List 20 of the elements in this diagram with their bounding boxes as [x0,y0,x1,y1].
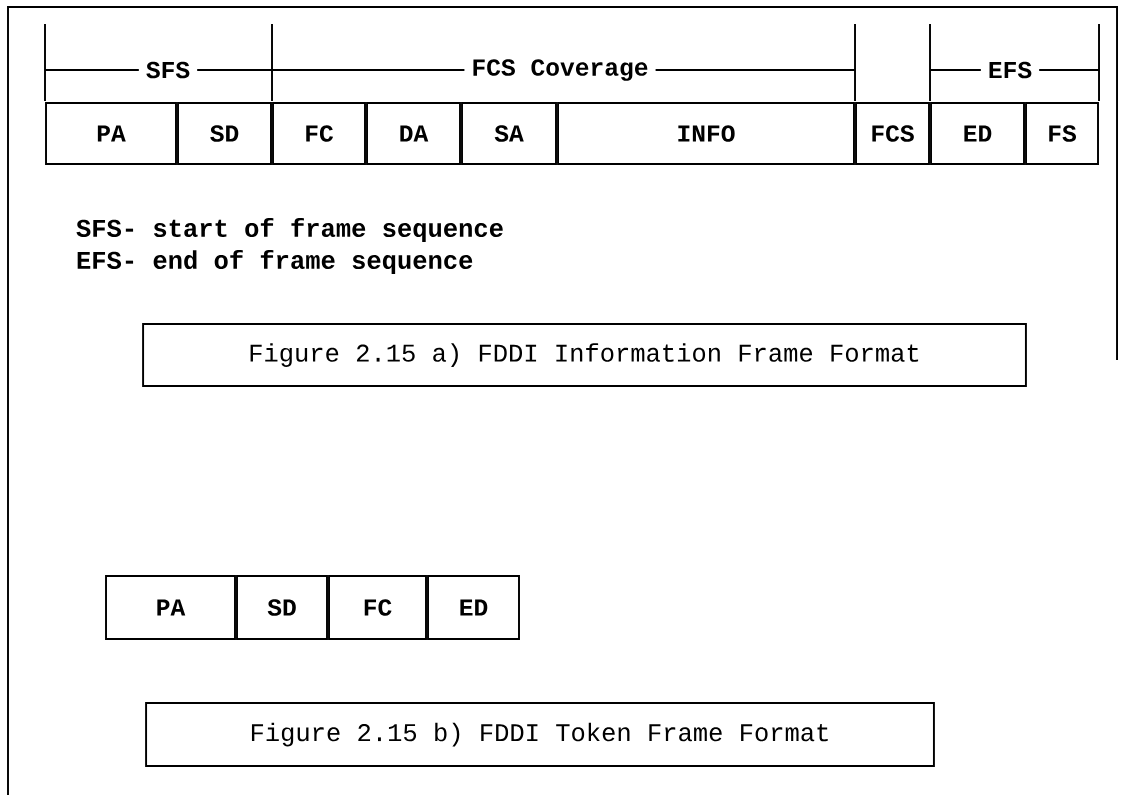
field-cell: FC [272,102,366,165]
field-cell: FS [1025,102,1099,165]
field-cell: ED [427,575,520,640]
span-label: EFS [980,54,1040,86]
field-cell: SA [461,102,557,165]
legend-text: SFS- start of frame sequence [76,217,503,243]
field-cell: SD [236,575,328,640]
legend-text: EFS- end of frame sequence [77,249,473,275]
field-cell: SD [177,102,272,165]
field-cell: FCS [855,102,930,165]
field-cell: ED [930,102,1025,165]
field-cell: DA [366,102,461,165]
field-cell: PA [45,102,177,165]
caption-box: Figure 2.15 b) FDDI Token Frame Format [145,702,935,767]
field-cell: PA [105,575,236,640]
span-label: SFS [138,54,198,86]
field-cell: INFO [557,102,855,165]
caption-box: Figure 2.15 a) FDDI Information Frame Format [142,323,1027,387]
span-label: FCS Coverage [464,52,656,88]
field-cell: FC [328,575,427,640]
